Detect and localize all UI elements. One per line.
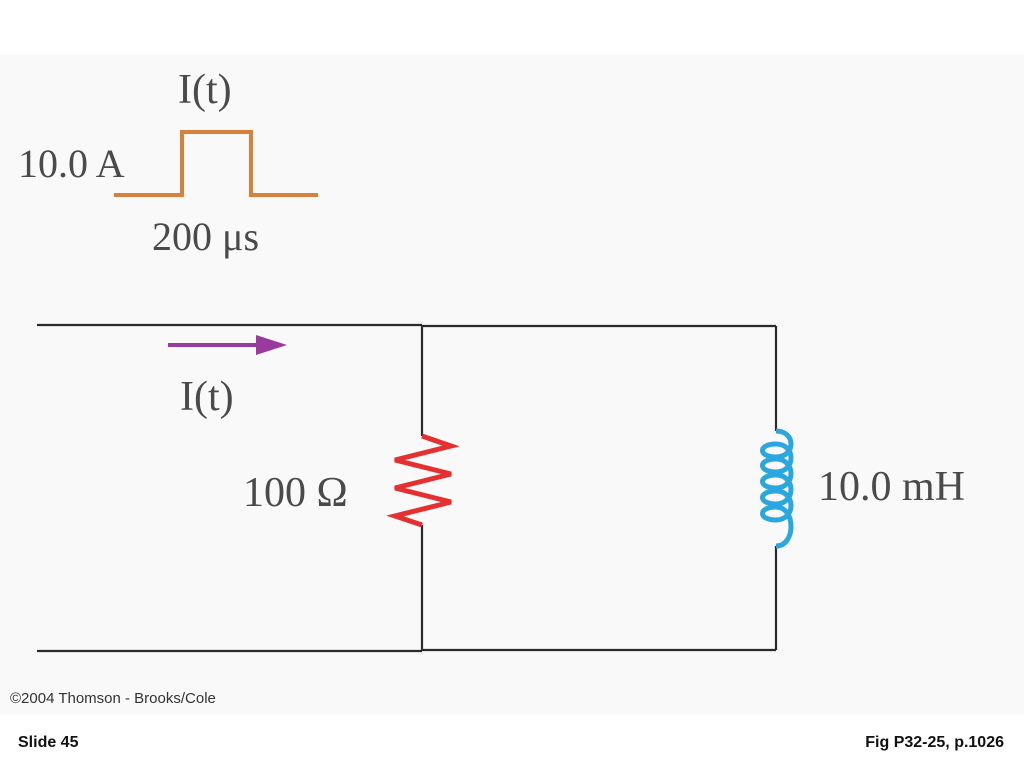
pulse-waveform bbox=[114, 130, 318, 197]
inductor-symbol bbox=[760, 428, 794, 549]
pulse-title: I(t) bbox=[178, 67, 232, 113]
copyright-notice: ©2004 Thomson - Brooks/Cole bbox=[10, 690, 216, 707]
current-label: I(t) bbox=[180, 374, 234, 420]
resistor-symbol bbox=[386, 433, 460, 528]
figure-panel bbox=[0, 55, 1024, 715]
inductor-label: 10.0 mH bbox=[818, 464, 965, 510]
pulse-amplitude-label: 10.0 A bbox=[18, 141, 125, 186]
figure-reference: Fig P32-25, p.1026 bbox=[865, 734, 1004, 751]
resistor-label: 100 Ω bbox=[243, 470, 348, 516]
pulse-graph: I(t) 10.0 A 200 μs bbox=[18, 67, 318, 259]
slide-number: Slide 45 bbox=[18, 734, 79, 751]
circuit-wires bbox=[37, 323, 778, 653]
current-arrow bbox=[168, 335, 287, 355]
pulse-duration-label: 200 μs bbox=[152, 214, 259, 259]
